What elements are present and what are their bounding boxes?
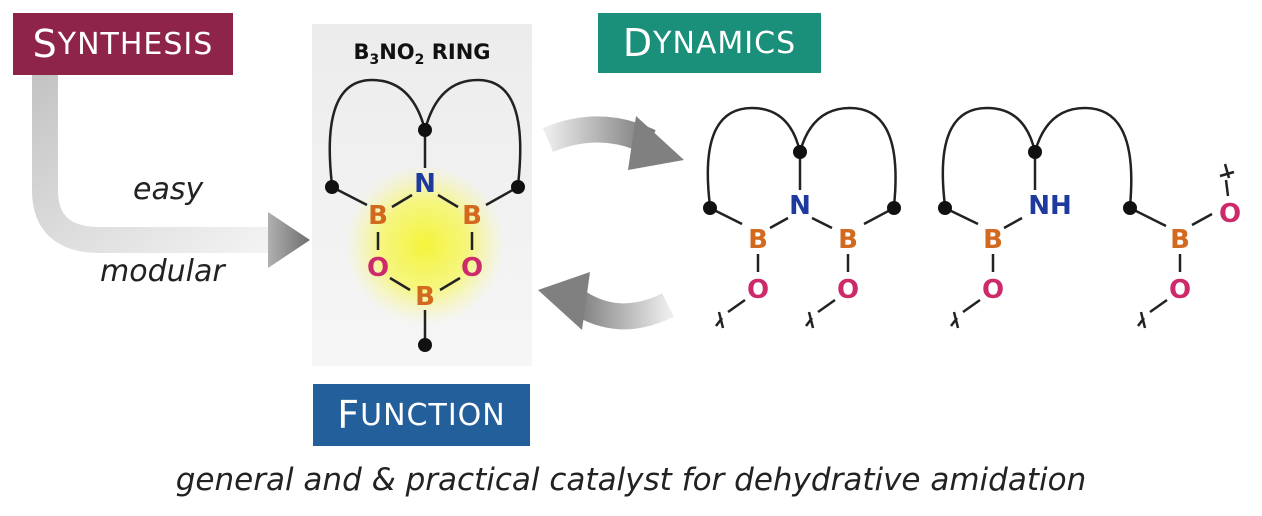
ring-title: B3NO2 RING: [312, 40, 532, 68]
open2-boron-left: B: [983, 225, 1003, 255]
open2-oxygen-top: O: [1219, 199, 1241, 229]
ring-bond-ol-bb: [389, 276, 411, 292]
ring-boron-bottom: B: [415, 282, 435, 312]
ring-title-boron: B: [353, 40, 370, 64]
ring-oxygen-left: O: [367, 253, 389, 283]
open2-bond-otop-chain: [1224, 179, 1230, 197]
ring-bond-n-br: [437, 193, 459, 209]
ring-node-bottom: [418, 338, 432, 352]
ring-bond-or-bb: [439, 276, 461, 292]
ring-loop-left: [328, 78, 427, 186]
open2-loop-left: [941, 106, 1037, 207]
reverse-arrow-head: [538, 272, 590, 330]
open1-loop-left: [706, 106, 802, 207]
open1-wavy-right: [805, 311, 815, 329]
open1-bond-o-right: [817, 298, 836, 314]
open1-nitrogen: N: [789, 191, 811, 221]
ring-boron-left: B: [368, 201, 388, 231]
open-form-one: N B B O O: [703, 106, 901, 329]
open2-oxygen-bottom: O: [1169, 275, 1191, 305]
synthesis-arrow-head: [268, 212, 310, 268]
open1-bond-n-br: [811, 216, 833, 230]
ring-title-ring: RING: [424, 40, 491, 64]
reverse-arrow: [538, 272, 674, 330]
ring-nitrogen: N: [414, 169, 436, 199]
open2-wavy-top: [1219, 163, 1235, 179]
ring-oxygen-right: O: [461, 253, 483, 283]
ring-node-right: [511, 180, 525, 194]
open2-node-top: [1028, 145, 1042, 159]
ring-title-no: NO: [379, 40, 415, 64]
open2-bond-nh-b: [1003, 216, 1023, 230]
open1-node-top: [793, 145, 807, 159]
synthesis-arrow-shaft: [32, 75, 268, 253]
open2-bond-o-left: [962, 298, 981, 314]
ring-loop-right: [423, 78, 522, 186]
ring-boron-right: B: [462, 201, 482, 231]
open1-oxygen-right: O: [837, 275, 859, 305]
ring-title-sub-three: 3: [369, 52, 380, 69]
forward-arrow: [542, 116, 684, 170]
open2-bond-b-otop: [1191, 212, 1213, 227]
ring-node-left: [325, 180, 339, 194]
open1-oxygen-left: O: [747, 275, 769, 305]
modular-label: modular: [100, 254, 225, 289]
open2-node-right: [1123, 201, 1137, 215]
ring-bond-n-bl: [391, 193, 413, 209]
open1-loop-right: [798, 106, 897, 207]
synthesis-label-rest: YNTHESIS: [57, 26, 214, 62]
open2-oxygen-left: O: [982, 275, 1004, 305]
open2-wavy-bottom: [1137, 311, 1147, 329]
ring-node-top: [418, 123, 432, 137]
synthesis-label-initial: S: [32, 22, 58, 66]
easy-label: easy: [133, 172, 204, 207]
ring-glow: [345, 165, 505, 325]
open2-bond-obot-chain: [1149, 298, 1168, 314]
open1-node-left: [703, 201, 717, 215]
open2-boron-right: B: [1170, 225, 1190, 255]
open1-bond-o-left: [727, 298, 746, 314]
dynamics-label-rest: YNAMICS: [653, 25, 797, 61]
open1-wavy-left: [715, 311, 725, 329]
function-label-rest: UNCTION: [360, 397, 506, 433]
open2-amine: NH: [1028, 191, 1072, 221]
open2-loop-right: [1033, 106, 1133, 207]
forward-arrow-head: [628, 116, 684, 170]
open-form-two: NH B O B O O: [938, 106, 1241, 329]
ring-title-sub-two: 2: [414, 52, 425, 69]
dynamics-label-initial: D: [622, 21, 654, 65]
caption: general and & practical catalyst for deh…: [175, 462, 1087, 498]
function-label-initial: F: [337, 393, 361, 437]
open1-bond-n-bl: [769, 216, 789, 230]
open1-node-right: [887, 201, 901, 215]
b3no2-ring: N B B O O B: [325, 78, 525, 352]
open2-wavy-left: [950, 311, 960, 329]
synthesis-arrow: [32, 75, 310, 268]
open2-node-left: [938, 201, 952, 215]
reverse-arrow-shaft: [567, 289, 674, 330]
open1-boron-right: B: [838, 225, 858, 255]
open1-boron-left: B: [748, 225, 768, 255]
